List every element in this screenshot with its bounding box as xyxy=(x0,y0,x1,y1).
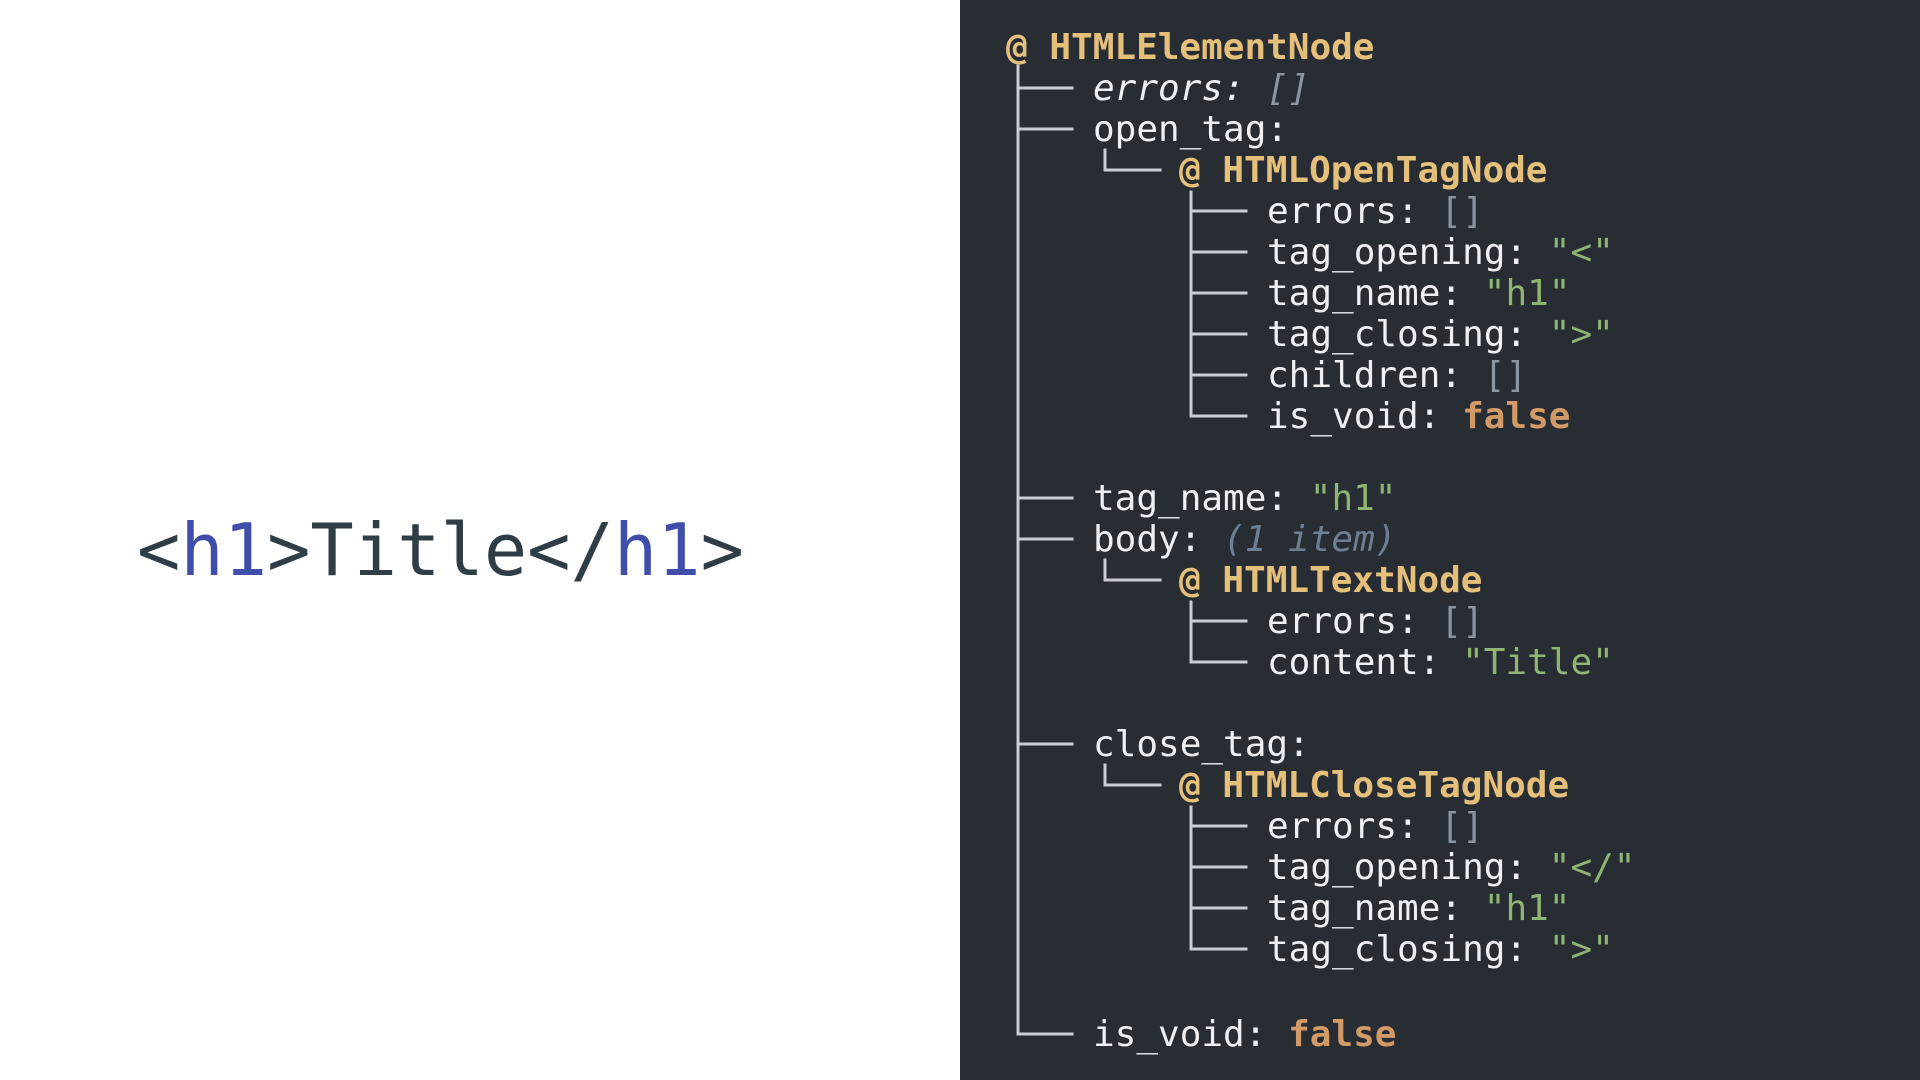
field-value: false xyxy=(1462,396,1571,437)
text-node: @ HTMLTextNode xyxy=(1179,560,1482,601)
source-close-lt: </ xyxy=(527,508,614,592)
root-errors: errors: [] xyxy=(1093,68,1310,109)
field-value: [] xyxy=(1483,355,1528,396)
field-value: ">" xyxy=(1548,314,1614,355)
field-key: tag_closing: xyxy=(1267,314,1528,355)
field-key: tag_opening: xyxy=(1267,232,1528,273)
open-tag-errors: errors: [] xyxy=(1267,191,1484,232)
node-type: HTMLOpenTagNode xyxy=(1222,150,1548,191)
node-type: HTMLCloseTagNode xyxy=(1222,765,1570,806)
field-key: errors: xyxy=(1267,601,1419,642)
node-type: HTMLElementNode xyxy=(1049,27,1375,68)
field-key: close_tag: xyxy=(1093,724,1310,765)
source-code: <h1>Title</h1> xyxy=(137,510,744,590)
field-value: "h1" xyxy=(1483,888,1571,929)
close-tag-field: close_tag: xyxy=(1093,724,1310,765)
close-tag-tag-opening: tag_opening: "</" xyxy=(1267,847,1635,888)
field-key: tag_name: xyxy=(1267,888,1463,929)
field-key: tag_closing: xyxy=(1267,929,1528,970)
open-tag-tag-closing: tag_closing: ">" xyxy=(1267,314,1614,355)
field-key: is_void: xyxy=(1093,1014,1267,1055)
field-key: errors: xyxy=(1267,806,1419,847)
field-value: [] xyxy=(1440,191,1484,232)
field-value: "Title" xyxy=(1462,642,1614,683)
close-tag-tag-closing: tag_closing: ">" xyxy=(1267,929,1614,970)
field-key: tag_name: xyxy=(1267,273,1463,314)
field-value: "<" xyxy=(1548,232,1614,273)
tag-name-field: tag_name: "h1" xyxy=(1093,478,1396,519)
source-gt: > xyxy=(267,508,311,592)
source-panel: <h1>Title</h1> xyxy=(137,510,744,590)
field-value: "h1" xyxy=(1309,478,1397,519)
field-value: [] xyxy=(1440,806,1484,847)
field-key: children: xyxy=(1267,355,1463,396)
field-value: "h1" xyxy=(1483,273,1571,314)
open-tag-field: open_tag: xyxy=(1093,109,1288,150)
root-node: @ HTMLElementNode xyxy=(1006,27,1374,68)
at-icon: @ xyxy=(1179,560,1201,601)
source-text: Title xyxy=(310,508,528,592)
field-key: errors: xyxy=(1093,68,1245,109)
field-key: tag_name: xyxy=(1093,478,1289,519)
field-value: false xyxy=(1288,1014,1397,1055)
field-key: tag_opening: xyxy=(1267,847,1528,888)
field-key: body: xyxy=(1093,519,1202,560)
at-icon: @ xyxy=(1179,765,1201,806)
field-key: content: xyxy=(1267,642,1441,683)
field-key: open_tag: xyxy=(1093,109,1289,150)
source-close-gt: > xyxy=(700,508,744,592)
source-lt: < xyxy=(137,508,181,592)
field-key: errors: xyxy=(1267,191,1419,232)
item-count-note: (1 item) xyxy=(1223,519,1397,560)
node-type: HTMLTextNode xyxy=(1222,560,1483,601)
close-tag-node: @ HTMLCloseTagNode xyxy=(1179,765,1569,806)
source-close-tag-name: h1 xyxy=(613,508,701,592)
field-value: ">" xyxy=(1548,929,1614,970)
source-open-tag-name: h1 xyxy=(180,508,268,592)
at-icon: @ xyxy=(1006,27,1028,68)
open-tag-is-void: is_void: false xyxy=(1267,396,1570,437)
field-value: "</" xyxy=(1548,847,1636,888)
field-key: is_void: xyxy=(1267,396,1441,437)
close-tag-tag-name: tag_name: "h1" xyxy=(1267,888,1570,929)
field-value: [] xyxy=(1440,601,1484,642)
open-tag-tag-opening: tag_opening: "<" xyxy=(1267,232,1614,273)
text-node-errors: errors: [] xyxy=(1267,601,1484,642)
ast-panel xyxy=(960,0,1920,1080)
is-void-field: is_void: false xyxy=(1093,1014,1396,1055)
text-node-content: content: "Title" xyxy=(1267,642,1614,683)
open-tag-tag-name: tag_name: "h1" xyxy=(1267,273,1570,314)
field-value: [] xyxy=(1266,68,1310,109)
open-tag-node: @ HTMLOpenTagNode xyxy=(1179,150,1547,191)
open-tag-children: children: [] xyxy=(1267,355,1527,396)
close-tag-errors: errors: [] xyxy=(1267,806,1484,847)
at-icon: @ xyxy=(1179,150,1201,191)
body-field: body: (1 item) xyxy=(1093,519,1396,560)
